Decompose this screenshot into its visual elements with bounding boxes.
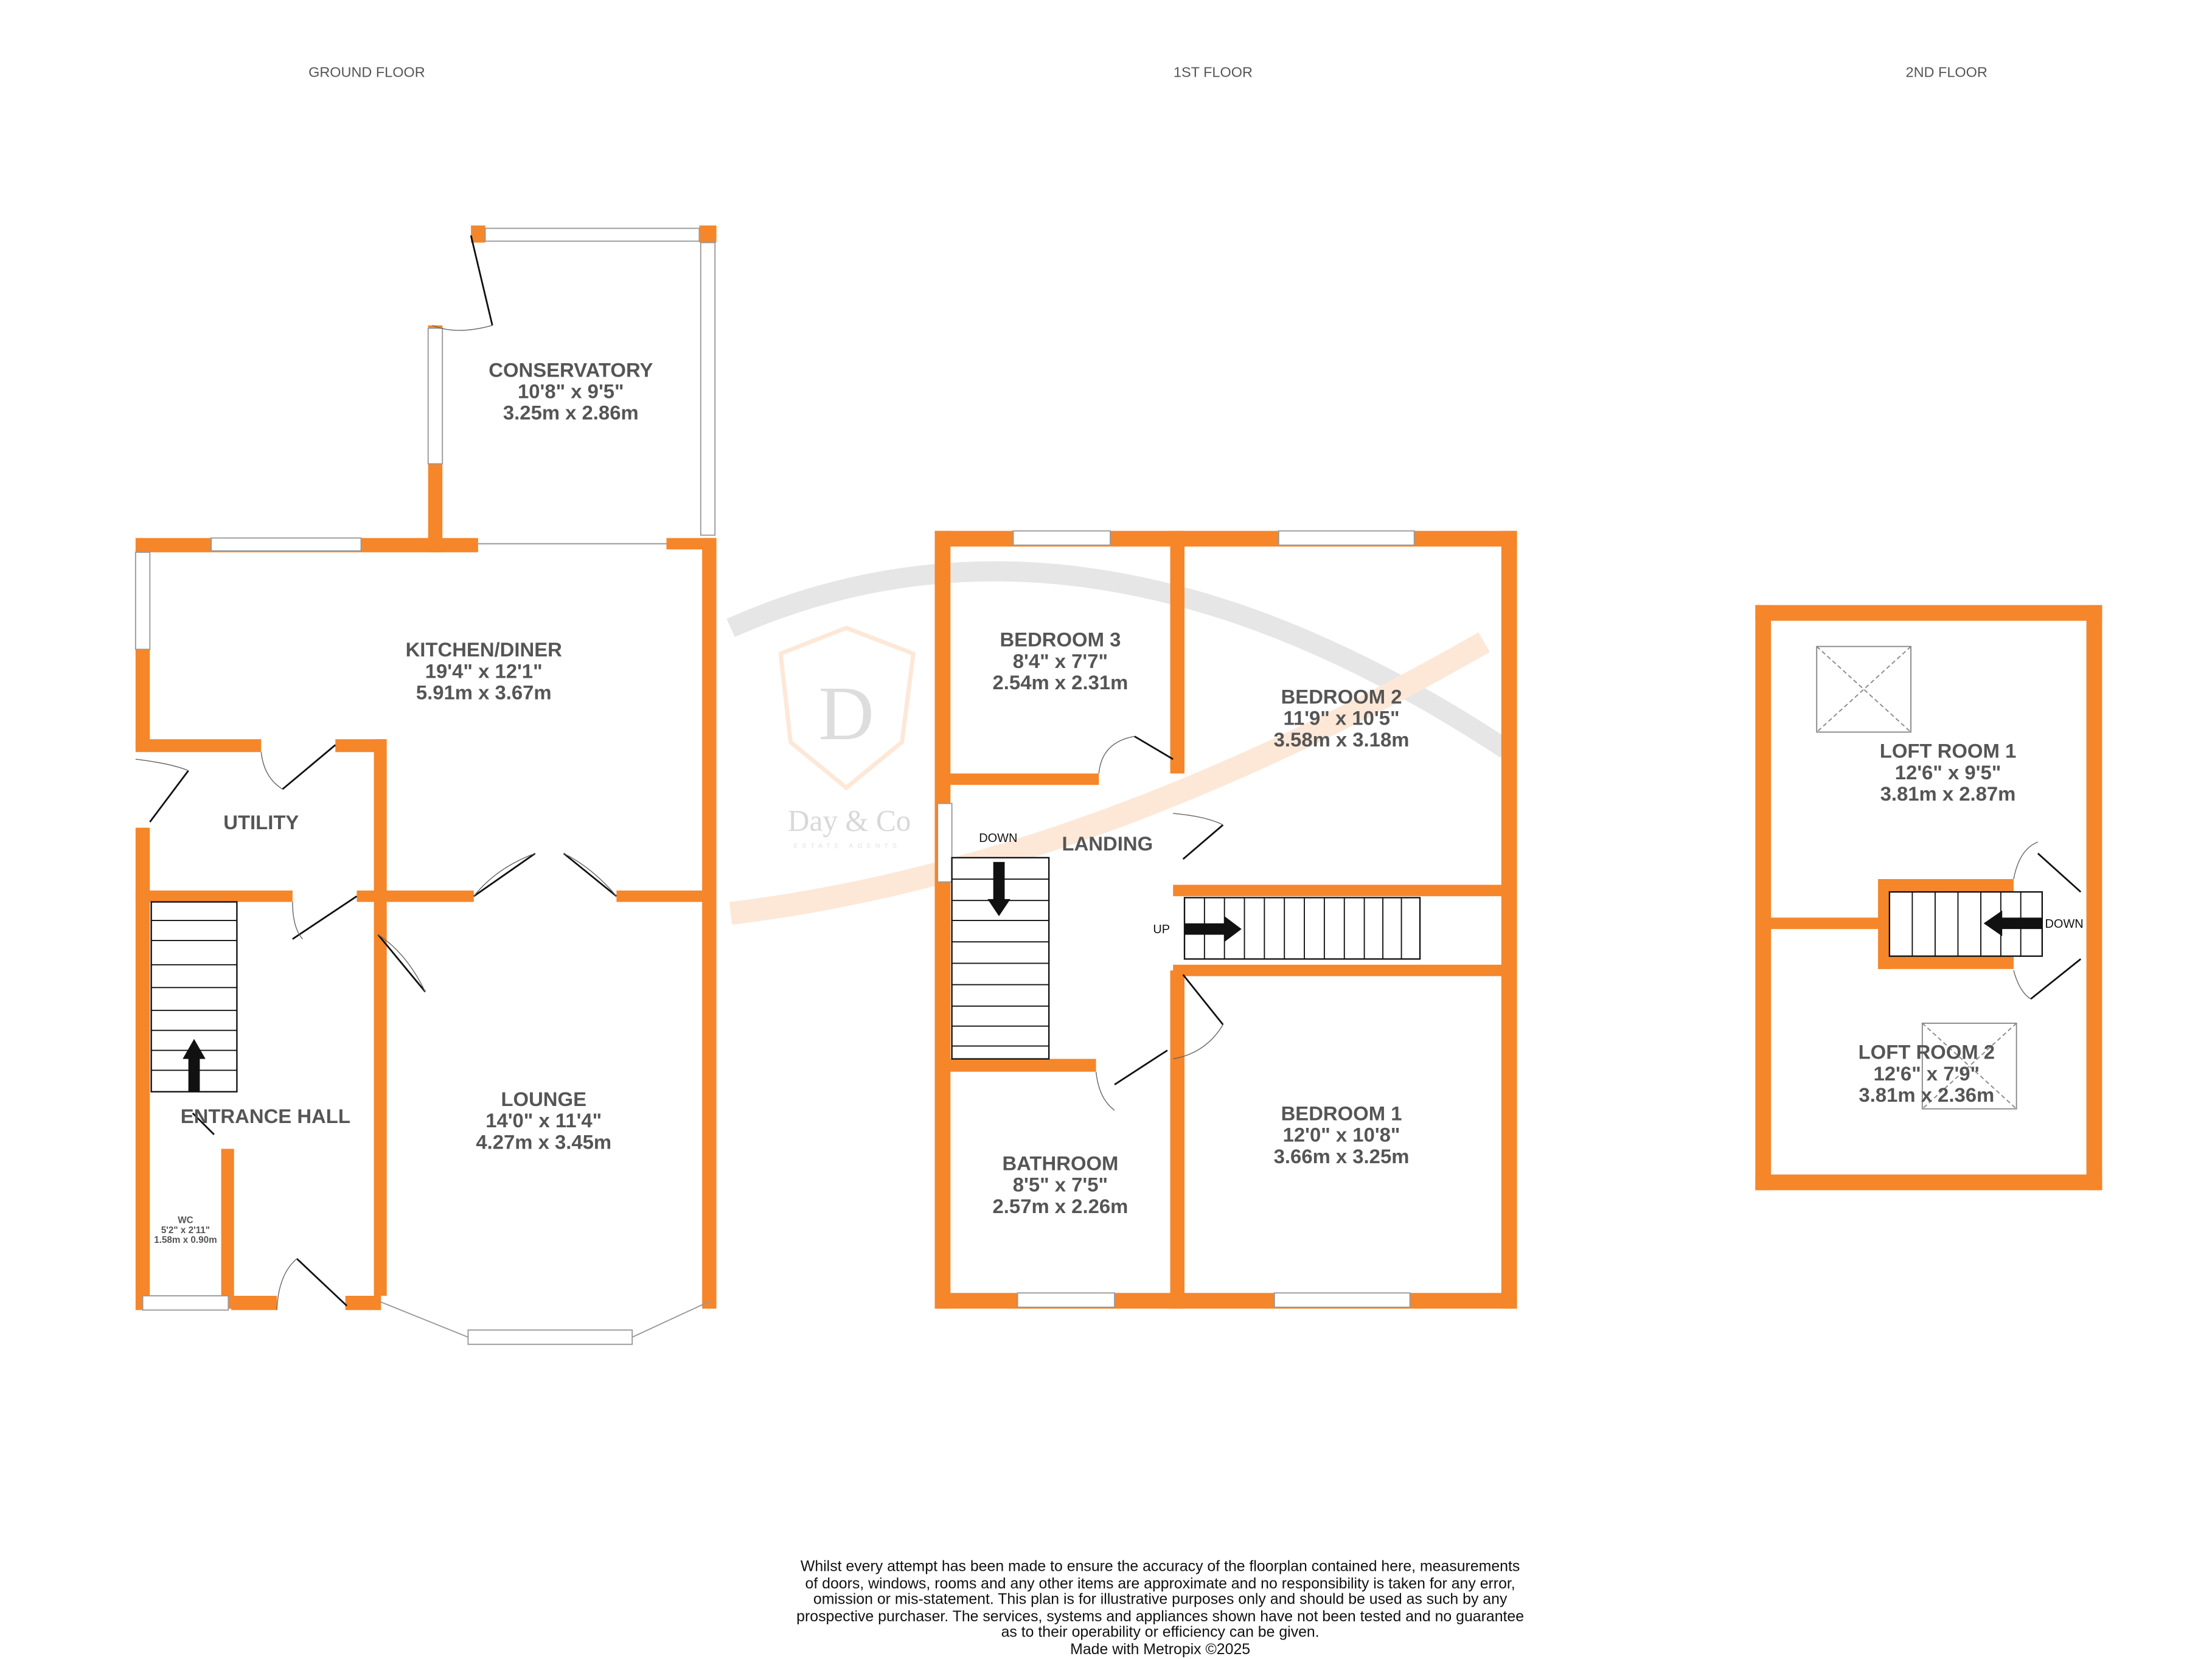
disclaimer-line: Whilst every attempt has been made to en… <box>800 1558 1520 1576</box>
room-name: CONSERVATORY <box>489 358 653 381</box>
disclaimer-line: prospective purchaser. The services, sys… <box>796 1608 1525 1626</box>
room-metric: 3.81m x 2.87m <box>1880 782 2016 805</box>
disclaimer-line: as to their operability or efficiency ca… <box>1001 1624 1320 1642</box>
room-metric: 5.91m x 3.67m <box>416 680 552 704</box>
room-utility: UTILITY <box>223 812 299 833</box>
shield-icon <box>778 625 916 791</box>
room-name: LOFT ROOM 2 <box>1858 1040 1995 1063</box>
room-loft-2: LOFT ROOM 2 12'6" x 7'9" 3.81m x 2.36m <box>1858 1040 1995 1106</box>
room-imperial: 12'0" x 10'8" <box>1282 1123 1400 1146</box>
ground-floor-title: GROUND FLOOR <box>308 65 425 82</box>
room-metric: 3.58m x 3.18m <box>1273 728 1410 751</box>
watermark-subtitle: ESTATE AGENTS <box>793 842 902 849</box>
skylight-icon <box>1816 645 2017 1110</box>
room-imperial: 8'4" x 7'7" <box>1012 649 1108 672</box>
room-name: BEDROOM 2 <box>1281 684 1402 708</box>
room-metric: 3.81m x 2.36m <box>1859 1083 1995 1106</box>
room-metric: 3.66m x 3.25m <box>1273 1144 1410 1167</box>
room-name: KITCHEN/DINER <box>405 638 562 661</box>
room-name: LOUNGE <box>501 1087 586 1111</box>
arrow-right-icon <box>1184 916 1242 942</box>
room-wc: WC 5'2" x 2'11" 1.58m x 0.90m <box>154 1216 217 1246</box>
arrow-up-icon <box>183 1038 206 1092</box>
room-imperial: 11'9" x 10'5" <box>1283 706 1400 729</box>
room-metric: 4.27m x 3.45m <box>476 1130 612 1153</box>
room-lounge: LOUNGE 14'0" x 11'4" 4.27m x 3.45m <box>476 1087 612 1153</box>
disclaimer-line: omission or mis-statement. This plan is … <box>813 1591 1508 1609</box>
room-metric: 2.54m x 2.31m <box>992 670 1129 694</box>
room-entrance-hall: ENTRANCE HALL <box>180 1104 350 1128</box>
room-name: WC <box>178 1216 193 1226</box>
room-kitchen-diner: KITCHEN/DINER 19'4" x 12'1" 5.91m x 3.67… <box>406 639 562 704</box>
room-name: BEDROOM 3 <box>1000 628 1121 651</box>
room-imperial: 12'6" x 7'9" <box>1873 1062 1980 1085</box>
room-name: LOFT ROOM 1 <box>1879 739 2017 762</box>
room-imperial: 14'0" x 11'4" <box>485 1108 602 1132</box>
room-bedroom-2: BEDROOM 2 11'9" x 10'5" 3.58m x 3.18m <box>1274 686 1410 751</box>
room-bedroom-3: BEDROOM 3 8'4" x 7'7" 2.54m x 2.31m <box>992 628 1129 694</box>
room-metric: 2.57m x 2.26m <box>992 1194 1129 1217</box>
arrow-down-icon <box>987 861 1010 917</box>
room-imperial: 10'8" x 9'5" <box>517 379 624 403</box>
credit: Made with Metropix ©2025 <box>1070 1641 1251 1658</box>
stair-up-label: UP <box>1153 922 1170 936</box>
room-imperial: 19'4" x 12'1" <box>425 659 543 683</box>
room-name: UTILITY <box>223 810 299 833</box>
room-loft-1: LOFT ROOM 1 12'6" x 9'5" 3.81m x 2.87m <box>1880 740 2016 805</box>
room-name: BEDROOM 1 <box>1281 1101 1402 1125</box>
room-name: ENTRANCE HALL <box>180 1104 350 1128</box>
room-imperial: 12'6" x 9'5" <box>1894 760 2002 784</box>
room-imperial: 8'5" x 7'5" <box>1012 1173 1108 1196</box>
room-name: LANDING <box>1062 832 1153 855</box>
disclaimer-line: of doors, windows, rooms and any other i… <box>805 1574 1515 1592</box>
room-metric: 1.58m x 0.90m <box>154 1236 217 1246</box>
second-floor-title: 2ND FLOOR <box>1905 65 1988 82</box>
room-bathroom: BATHROOM 8'5" x 7'5" 2.57m x 2.26m <box>992 1152 1129 1217</box>
room-metric: 3.25m x 2.86m <box>503 401 639 424</box>
logo-letter: D <box>818 671 874 756</box>
disclaimer: Whilst every attempt has been made to en… <box>767 1558 1554 1659</box>
watermark-name: Day & Co <box>787 803 911 838</box>
room-imperial: 5'2" x 2'11" <box>161 1226 210 1236</box>
room-conservatory: CONSERVATORY 10'8" x 9'5" 3.25m x 2.86m <box>489 358 653 424</box>
room-landing: LANDING <box>1062 833 1153 855</box>
stair-down-label: DOWN <box>2045 916 2084 931</box>
stair-down-label: DOWN <box>979 830 1018 845</box>
first-floor-title: 1ST FLOOR <box>1173 65 1253 82</box>
arrow-left-icon <box>1983 910 2042 936</box>
room-bedroom-1: BEDROOM 1 12'0" x 10'8" 3.66m x 3.25m <box>1273 1101 1410 1167</box>
room-name: BATHROOM <box>1002 1152 1119 1175</box>
